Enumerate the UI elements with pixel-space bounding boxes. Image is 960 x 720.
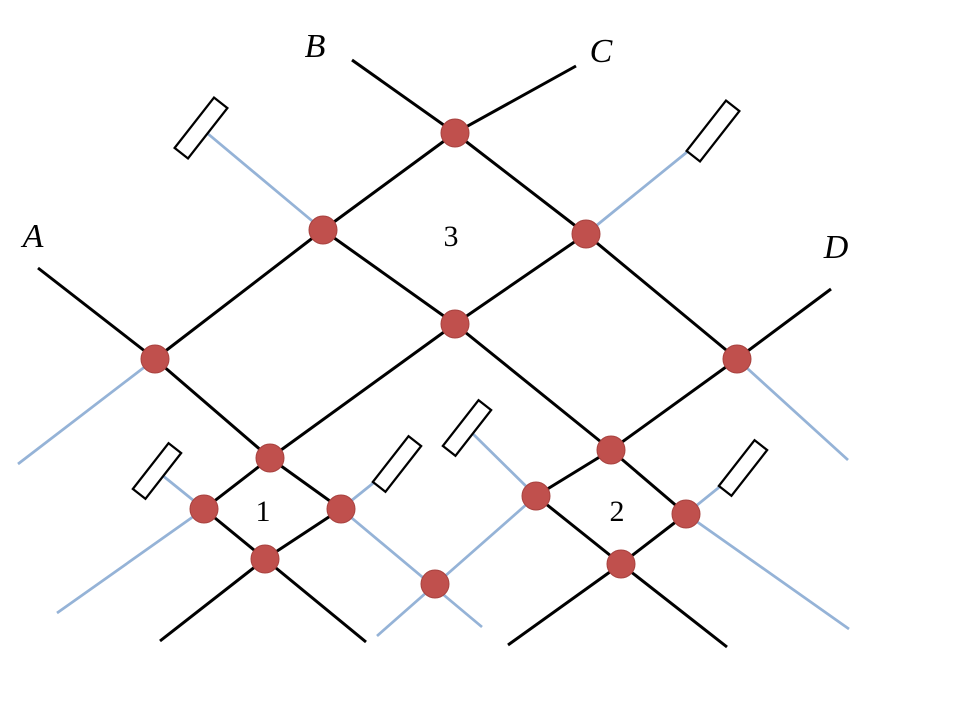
main-path-segment-9: [736, 287, 832, 361]
interferometer-label-1: 1: [256, 495, 271, 528]
mirror-top-right: [685, 98, 741, 164]
port-label-B: B: [305, 28, 326, 65]
aux-path-segment-11: [376, 494, 537, 638]
beamsplitter-node-1r: [326, 494, 356, 524]
main-path-segment-1: [454, 64, 577, 135]
interferometer-label-3: 3: [444, 220, 459, 253]
beamsplitter-node-2b: [606, 549, 636, 579]
main-path-segment-0: [351, 58, 456, 135]
main-path-segment-15: [269, 456, 342, 511]
main-path-segment-6: [154, 228, 324, 361]
beamsplitter-node-1t: [255, 443, 285, 473]
interferometer-label-2: 2: [610, 495, 625, 528]
beamsplitter-node-top: [440, 118, 470, 148]
mirror-top-left: [173, 95, 229, 161]
main-path-segment-4: [322, 228, 456, 326]
main-path-segment-5: [454, 232, 587, 326]
beamsplitter-node-2r: [671, 499, 701, 529]
mirror-center-left: [371, 434, 423, 494]
mirror-left: [131, 441, 183, 501]
main-path-segment-18: [535, 448, 612, 498]
main-path-segment-3: [454, 131, 587, 236]
main-path-segment-11: [610, 357, 738, 452]
mirror-center: [441, 398, 493, 458]
beamsplitter-node-3l: [308, 215, 338, 245]
main-path-segment-23: [264, 557, 367, 644]
port-label-A: A: [21, 218, 44, 255]
beamsplitter-node-mid: [420, 569, 450, 599]
beamsplitter-node-3r: [571, 219, 601, 249]
beamsplitter-node-a: [140, 344, 170, 374]
main-path-segment-12: [269, 322, 456, 460]
beamsplitter-node-1l: [189, 494, 219, 524]
main-path-segment-24: [507, 562, 622, 647]
main-path-segment-13: [454, 322, 612, 452]
mirror-right: [717, 438, 769, 498]
port-label-C: C: [590, 33, 613, 70]
main-path-segment-7: [585, 232, 738, 361]
beamsplitter-node-1b: [250, 544, 280, 574]
main-path-segment-2: [322, 131, 456, 232]
main-path-segment-20: [535, 494, 622, 566]
aux-path-segment-3: [736, 357, 849, 462]
main-path-segment-17: [264, 507, 342, 561]
main-path-segment-10: [154, 357, 271, 460]
aux-path-segment-10: [340, 507, 483, 629]
aux-path-segment-4: [56, 507, 205, 615]
beamsplitter-node-2t: [596, 435, 626, 465]
main-path-segment-19: [610, 448, 687, 516]
aux-path-segment-8: [466, 427, 537, 497]
beamsplitter-node-3b: [440, 309, 470, 339]
aux-path-segment-5: [685, 512, 850, 631]
aux-path-segment-2: [17, 357, 156, 466]
beamsplitter-node-2l: [521, 481, 551, 511]
aux-path-segment-0: [200, 126, 324, 232]
main-path-segment-25: [620, 562, 728, 649]
port-label-D: D: [823, 229, 849, 266]
main-path-segment-22: [159, 557, 266, 643]
beamsplitter-node-d: [722, 344, 752, 374]
main-path-segment-8: [37, 266, 156, 361]
